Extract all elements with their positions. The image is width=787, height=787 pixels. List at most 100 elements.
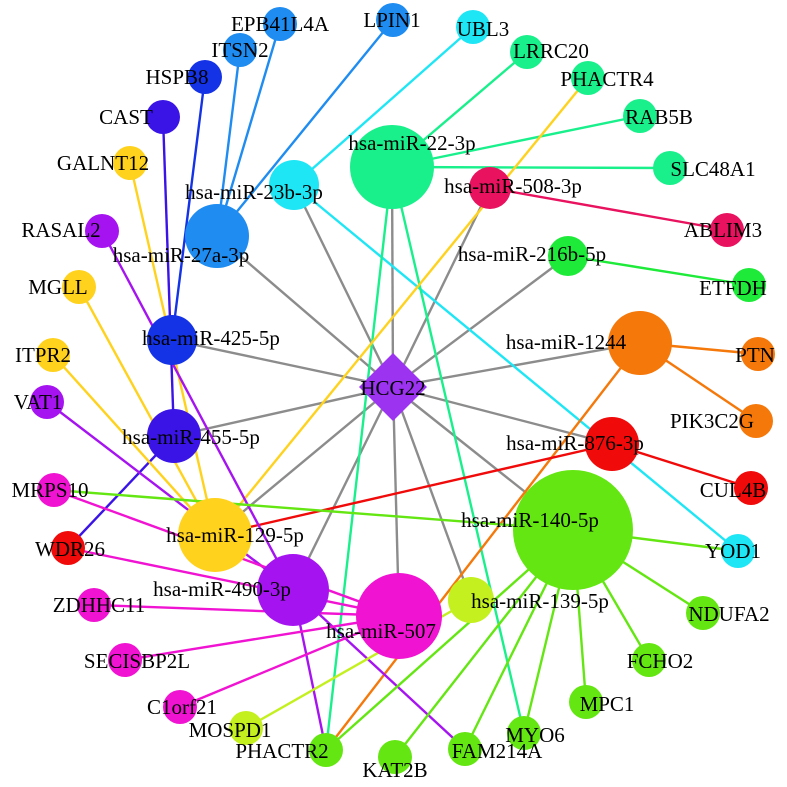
gene-label-CUL4B: CUL4B	[700, 478, 767, 502]
gene-label-PHACTR4: PHACTR4	[560, 67, 654, 91]
gene-node-SLC48A1	[653, 151, 687, 185]
gene-node-ETFDH	[732, 268, 766, 302]
gene-label-MOSPD1: MOSPD1	[189, 718, 272, 742]
gene-label-NDUFA2: NDUFA2	[688, 602, 769, 626]
hub-node-HCG22	[359, 353, 427, 421]
gene-node-CUL4B	[734, 471, 768, 505]
edge-m490-VAT1	[46, 401, 294, 591]
edge-m425-HSPB8	[170, 76, 207, 341]
gene-label-YOD1: YOD1	[705, 539, 761, 563]
gene-node-MPC1	[569, 685, 603, 719]
gene-node-HSPB8	[188, 60, 222, 94]
gene-node-MRPS10	[37, 473, 71, 507]
gene-label-FAM214A: FAM214A	[452, 739, 543, 763]
hub-edge-m508	[391, 187, 492, 388]
gene-label-ABLIM3: ABLIM3	[684, 218, 762, 242]
gene-label-ZDHHC11: ZDHHC11	[53, 593, 146, 617]
gene-label-UBL3: UBL3	[457, 17, 510, 41]
gene-label-KAT2B: KAT2B	[362, 758, 427, 782]
gene-node-ZDHHC11	[77, 588, 111, 622]
hub-edge-m1244	[392, 341, 641, 389]
mirna-node-m27a	[185, 204, 249, 268]
gene-node-LRRC20	[510, 35, 544, 69]
mirna-label-m507: hsa-miR-507	[326, 619, 436, 643]
edge-m27a-LPIN1	[216, 19, 394, 237]
gene-label-MRPS10: MRPS10	[11, 478, 88, 502]
gene-label-MPC1: MPC1	[580, 692, 635, 716]
gene-node-FCHO2	[632, 643, 666, 677]
gene-label-VAT1: VAT1	[14, 390, 63, 414]
edge-m490-FAM214A	[292, 589, 466, 750]
gene-label-SECISBP2L: SECISBP2L	[84, 649, 190, 673]
mirna-node-m507	[356, 573, 442, 659]
gene-node-PIK3C2G	[739, 404, 773, 438]
mirna-node-m23b	[269, 160, 319, 210]
edges-layer	[46, 19, 759, 758]
edge-m490-RASAL2	[100, 230, 295, 591]
mirna-label-m876: hsa-miR-876-3p	[506, 431, 644, 455]
gene-node-ITPR2	[36, 338, 70, 372]
edge-m129-MGLL	[77, 286, 217, 536]
mirna-label-m23b: hsa-miR-23b-3p	[185, 180, 323, 204]
gene-label-RAB5B: RAB5B	[625, 105, 693, 129]
gene-node-NDUFA2	[686, 596, 720, 630]
gene-label-LRRC20: LRRC20	[513, 39, 589, 63]
edge-m22-RAB5B	[391, 114, 641, 169]
mirna-label-m129: hsa-miR-129-5p	[166, 523, 304, 547]
mirna-label-m490: hsa-miR-490-3p	[153, 577, 291, 601]
hub-edge-m490	[291, 386, 395, 591]
gene-label-GALNT12: GALNT12	[57, 151, 149, 175]
edge-m216b-ETFDH	[567, 254, 750, 287]
mirna-label-m1244: hsa-miR-1244	[506, 330, 627, 354]
mirna-node-m455	[147, 409, 201, 463]
edge-m455-CAST	[161, 116, 176, 437]
gene-label-RASAL2: RASAL2	[21, 218, 100, 242]
edge-m508-ABLIM3	[489, 186, 728, 232]
gene-node-MGLL	[62, 270, 96, 304]
mirna-label-m216b: hsa-miR-216b-5p	[458, 242, 606, 266]
edge-m22-PHACTR2	[324, 166, 394, 751]
gene-label-WDR26: WDR26	[35, 537, 105, 561]
nodes-layer	[30, 3, 775, 774]
edge-m22-SLC48A1	[391, 165, 671, 170]
mirna-label-m508: hsa-miR-508-3p	[444, 174, 582, 198]
gene-label-C1orf21: C1orf21	[147, 695, 217, 719]
gene-node-UBL3	[456, 10, 490, 44]
gene-node-GALNT12	[113, 146, 147, 180]
hub-label-HCG22: HCG22	[360, 376, 425, 400]
gene-label-LPIN1: LPIN1	[363, 8, 420, 32]
gene-label-PTN: PTN	[735, 343, 775, 367]
edge-m23b-UBL3	[293, 26, 474, 186]
edge-m27a-EPB41L4A	[215, 23, 282, 237]
edge-m129-PHACTR4	[214, 77, 589, 536]
gene-label-ITPR2: ITPR2	[15, 343, 71, 367]
edge-m507-SECISBP2L	[124, 614, 400, 662]
gene-node-ITSN2	[223, 33, 257, 67]
gene-label-HSPB8: HSPB8	[145, 65, 208, 89]
gene-label-MYO6: MYO6	[505, 723, 565, 747]
mirna-label-m139: hsa-miR-139-5p	[471, 589, 609, 613]
gene-node-KAT2B	[378, 740, 412, 774]
mirna-node-m508	[469, 167, 511, 209]
edge-m1244-PHACTR2	[325, 342, 641, 751]
gene-node-YOD1	[721, 534, 755, 568]
hub-edge-m425	[171, 338, 394, 389]
edge-m23b-YOD1	[293, 184, 739, 552]
edge-m140-MRPS10	[53, 488, 574, 532]
gene-label-ETFDH: ETFDH	[699, 276, 767, 300]
gene-node-PHACTR2	[309, 733, 343, 767]
mirna-node-m1244	[608, 311, 672, 375]
mirna-node-m22	[350, 125, 434, 209]
mirna-node-m140	[513, 470, 633, 590]
mirna-label-m140: hsa-miR-140-5p	[461, 508, 599, 532]
gene-node-FAM214A	[448, 732, 482, 766]
gene-node-PTN	[741, 337, 775, 371]
mirna-label-m27a: hsa-miR-27a-3p	[113, 243, 249, 267]
gene-node-CAST	[146, 100, 180, 134]
gene-label-SLC48A1: SLC48A1	[670, 157, 755, 181]
gene-label-PIK3C2G: PIK3C2G	[670, 409, 754, 433]
hub-edge-m27a	[216, 235, 394, 388]
